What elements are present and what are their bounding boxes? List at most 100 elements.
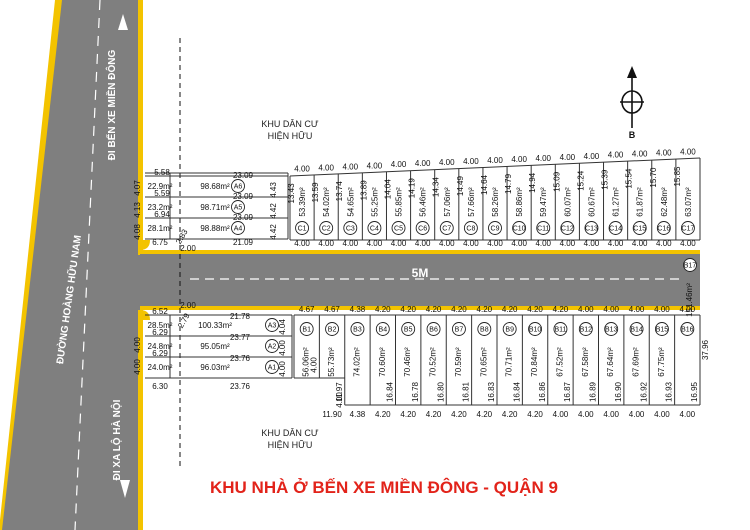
lot-C6-id: C6: [418, 226, 427, 233]
top-row-back-width: 4.00: [487, 156, 503, 165]
lot-A2-marker: [265, 339, 279, 353]
bottom-row-front-width: 4.20: [375, 305, 391, 314]
top-row-back-width: 4.00: [632, 150, 648, 159]
bottom-row-area: 56.06m²: [302, 347, 311, 377]
top-corner-mid-dim: 23.09: [233, 192, 254, 201]
top-corner-left-dim: 6.94: [154, 210, 170, 219]
top-row-front-width: 4.00: [463, 239, 479, 248]
lot-B9-marker: [502, 322, 517, 336]
bottom-row-front-width: 4.67: [324, 305, 340, 314]
top-row-back-width: 4.00: [294, 164, 310, 173]
lot-C2-marker: [319, 221, 334, 235]
bottom-corner-left-dim: 6.52: [152, 307, 168, 316]
bottom-row-front-width: 4.20: [451, 305, 467, 314]
lot-B15-marker: [654, 322, 669, 336]
lot-C3-marker: [343, 221, 358, 235]
bottom-row-back-width: 4.20: [502, 410, 518, 419]
bottom-row-front-width: 4.20: [400, 305, 416, 314]
lot-C16-marker: [656, 221, 671, 235]
bottom-row-area: 67.64m²: [606, 347, 615, 377]
top-row-back-width: 4.00: [367, 161, 383, 170]
plan-title: KHU NHÀ Ở BẾN XE MIỀN ĐÔNG - QUẬN 9: [210, 478, 558, 497]
top-row-area: 57.06m²: [443, 187, 452, 217]
curb-top: [140, 240, 150, 250]
lot-C7-id: C7: [442, 226, 451, 233]
top-row-front-width: 4.00: [415, 239, 431, 248]
bottom-row-depth: 11.97: [335, 382, 344, 402]
bottom-corner-lot-area: 100.33m²: [198, 321, 232, 330]
lot-A6-marker: [231, 179, 245, 193]
bottom-row-depth: 16.90: [614, 381, 623, 402]
top-row-area: 62.48m²: [660, 187, 669, 217]
top-row-front-width: 4.00: [680, 239, 696, 248]
top-row-depth: 15.70: [649, 167, 658, 188]
lot-B15-id: B15: [656, 327, 669, 334]
bottom-corner-mid-dim: 21.78: [230, 312, 251, 321]
bottom-row-depth: 16.86: [538, 381, 547, 402]
top-corner-mid-dim: 23.09: [233, 171, 254, 180]
top-row-front-width: 4.00: [487, 239, 503, 248]
lot-b17-area: 151.46m²: [685, 283, 694, 317]
top-row-depth: 15.24: [576, 170, 585, 191]
bottom-row-front-width: 4.00: [603, 305, 619, 314]
lot-b17-side: 37.96: [701, 339, 710, 360]
bottom-row-depth: 16.80: [436, 381, 445, 402]
bottom-row-back-width: 4.20: [451, 410, 467, 419]
lot-A5-marker: [231, 200, 245, 214]
top-row-area: 55.25m²: [370, 187, 379, 217]
bottom-row-depth: 16.78: [411, 381, 420, 402]
top-corner-side-3: 4.08: [133, 224, 142, 240]
bottom-area-label-1: KHU DÂN CƯ: [261, 428, 319, 438]
lot-C3-id: C3: [346, 226, 355, 233]
bottom-row-front-width: 4.20: [553, 305, 569, 314]
internal-road-edge-top: [140, 250, 700, 254]
lot-C10-id: C10: [513, 226, 526, 233]
bottom-corner-front-area: 24.8m²: [148, 342, 173, 351]
lot-C7-marker: [439, 221, 454, 235]
top-corner-mid-bottom: 21.09: [233, 238, 254, 247]
bottom-row-area: 70.46m²: [403, 347, 412, 377]
top-row-back-width: 4.00: [535, 154, 551, 163]
bottom-row-front-width: 4.20: [426, 305, 442, 314]
lot-C9-id: C9: [491, 226, 500, 233]
top-corner-diag: 2.83: [174, 227, 190, 245]
bottom-corner-right-dim: 4.00: [278, 340, 287, 356]
lot-B10-marker: [528, 322, 543, 336]
top-corner-lot-area: 98.68m²: [200, 182, 230, 191]
bottom-row-depth: 16.83: [487, 381, 496, 402]
bottom-row-back-width: 4.20: [477, 410, 493, 419]
lot-B9-id: B9: [505, 327, 514, 334]
top-row-back-width: 4.00: [391, 160, 407, 169]
main-road-right-edge-bottom: [138, 310, 143, 530]
internal-road-width: 5M: [412, 266, 429, 280]
top-row-front-width: 4.00: [608, 239, 624, 248]
top-row-front-width: 4.00: [343, 239, 359, 248]
top-area-label-1: KHU DÂN CƯ: [261, 119, 319, 129]
lot-B13-marker: [604, 322, 619, 336]
top-corner-side-2: 4.13: [133, 202, 142, 218]
lot-B5-marker: [401, 322, 416, 336]
top-row-area: 55.85m²: [395, 187, 404, 217]
top-row-depth: 15.09: [552, 171, 561, 192]
top-corner-left-dim: 5.59: [154, 189, 170, 198]
bottom-row-area: 70.65m²: [479, 347, 488, 377]
lot-B7-id: B7: [455, 327, 464, 334]
bottom-row-back-width: 4.20: [400, 410, 416, 419]
lot-C1-id: C1: [298, 226, 307, 233]
top-row-back-width: 4.00: [608, 151, 624, 160]
top-row-area: 54.65m²: [346, 187, 355, 217]
top-row-depth: 14.79: [504, 173, 513, 194]
top-row-area: 61.87m²: [636, 187, 645, 217]
bottom-row-front-width: 4.20: [502, 305, 518, 314]
top-row-back-width: 4.00: [656, 149, 672, 158]
road-label-bottom: ĐI XA LỘ HÀ NỘI: [110, 399, 123, 480]
top-row-front-width: 4.00: [367, 239, 383, 248]
top-row-back-width: 4.00: [584, 152, 600, 161]
lot-B2-id: B2: [328, 327, 337, 334]
top-corner-right-dim: 4.42: [269, 224, 278, 240]
lot-C11-marker: [536, 221, 551, 235]
north-label: B: [629, 130, 636, 140]
top-row-depth: 13.74: [335, 181, 344, 202]
bottom-row-back-width: 11.90: [322, 410, 342, 419]
lot-B17-marker: [683, 258, 697, 272]
